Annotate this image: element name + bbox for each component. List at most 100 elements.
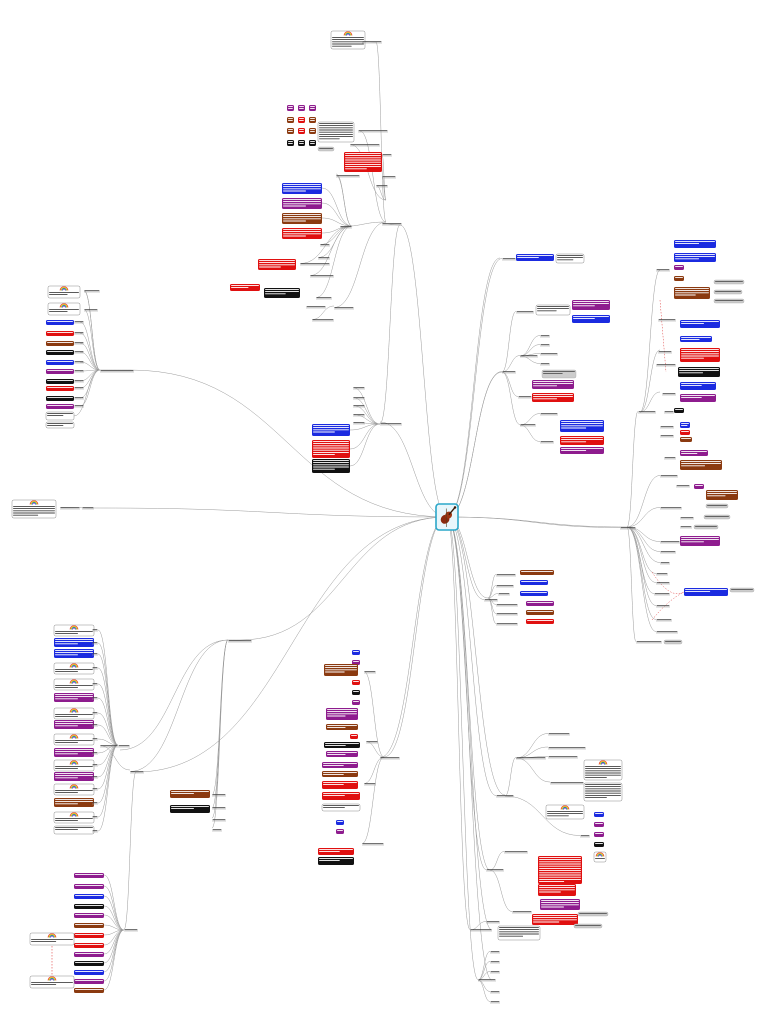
topic-node[interactable] (486, 921, 500, 924)
topic-node[interactable] (336, 829, 344, 834)
topic-node[interactable] (496, 585, 514, 588)
topic-node[interactable] (663, 639, 683, 645)
topic-node[interactable] (560, 436, 604, 445)
topic-node[interactable] (376, 185, 388, 188)
topic-node[interactable] (496, 795, 514, 798)
topic-node[interactable] (674, 253, 716, 262)
topic-node[interactable] (484, 599, 498, 602)
topic-node[interactable] (713, 289, 743, 295)
topic-node[interactable] (560, 420, 604, 432)
topic-node[interactable] (703, 514, 731, 520)
central-topic[interactable] (435, 503, 460, 531)
topic-node[interactable] (228, 640, 252, 643)
topic-node[interactable] (74, 904, 104, 909)
topic-node[interactable] (322, 762, 358, 768)
topic-node[interactable] (680, 382, 716, 390)
topic-node[interactable] (548, 756, 578, 759)
topic-node[interactable] (54, 798, 94, 807)
topic-node[interactable] (662, 393, 676, 396)
topic-node[interactable] (680, 348, 720, 362)
topic-node[interactable] (580, 835, 590, 838)
topic-node[interactable] (520, 570, 554, 575)
topic-node[interactable] (538, 884, 576, 896)
topic-node[interactable] (654, 593, 670, 596)
topic-node[interactable] (478, 979, 496, 982)
topic-node[interactable] (656, 619, 672, 622)
topic-node[interactable] (74, 894, 104, 899)
topic-node[interactable] (535, 304, 571, 316)
topic-node[interactable] (53, 811, 95, 824)
topic-node[interactable] (316, 297, 332, 300)
topic-node[interactable] (550, 782, 584, 785)
topic-node[interactable] (674, 408, 684, 413)
topic-node[interactable] (660, 435, 674, 438)
topic-node[interactable] (352, 700, 360, 705)
topic-node[interactable] (53, 678, 95, 691)
topic-node[interactable] (11, 499, 57, 519)
topic-node[interactable] (520, 355, 538, 358)
topic-node[interactable] (350, 734, 358, 739)
topic-node[interactable] (353, 387, 365, 390)
topic-node[interactable] (309, 140, 316, 146)
topic-node[interactable] (680, 437, 692, 442)
topic-node[interactable] (287, 105, 294, 111)
topic-node[interactable] (382, 176, 396, 179)
topic-node[interactable] (92, 697, 98, 700)
topic-node[interactable] (572, 315, 610, 323)
topic-node[interactable] (82, 507, 94, 510)
topic-node[interactable] (100, 370, 134, 373)
topic-node[interactable] (532, 380, 574, 389)
topic-node[interactable] (92, 776, 98, 779)
topic-node[interactable] (287, 117, 294, 123)
topic-node[interactable] (706, 490, 738, 500)
topic-node[interactable] (583, 782, 623, 802)
topic-node[interactable] (516, 757, 546, 760)
topic-node[interactable] (29, 975, 75, 989)
topic-node[interactable] (318, 257, 330, 260)
topic-node[interactable] (540, 353, 558, 356)
topic-node[interactable] (317, 121, 355, 143)
topic-node[interactable] (74, 884, 104, 889)
topic-node[interactable] (352, 650, 360, 655)
topic-node[interactable] (496, 613, 518, 616)
topic-node[interactable] (548, 747, 586, 750)
topic-node[interactable] (594, 812, 604, 817)
topic-node[interactable] (516, 311, 534, 314)
topic-node[interactable] (678, 367, 720, 377)
topic-node[interactable] (694, 484, 704, 489)
topic-node[interactable] (46, 379, 74, 384)
topic-node[interactable] (680, 460, 722, 470)
topic-node[interactable] (656, 364, 676, 367)
topic-node[interactable] (658, 351, 672, 354)
topic-node[interactable] (92, 683, 98, 686)
topic-node[interactable] (540, 441, 554, 444)
topic-node[interactable] (46, 331, 74, 336)
topic-node[interactable] (46, 341, 74, 346)
topic-node[interactable] (353, 414, 365, 417)
topic-node[interactable] (490, 991, 500, 994)
topic-node[interactable] (264, 288, 300, 298)
topic-node[interactable] (74, 351, 84, 354)
topic-node[interactable] (298, 105, 305, 111)
topic-node[interactable] (676, 485, 690, 488)
topic-node[interactable] (282, 198, 322, 209)
topic-node[interactable] (496, 604, 518, 607)
topic-node[interactable] (46, 320, 74, 325)
topic-node[interactable] (74, 332, 84, 335)
topic-node[interactable] (212, 807, 226, 810)
topic-node[interactable] (46, 386, 74, 391)
topic-node[interactable] (540, 344, 550, 347)
topic-node[interactable] (92, 667, 98, 670)
topic-node[interactable] (674, 287, 710, 299)
topic-node[interactable] (680, 394, 716, 402)
topic-node[interactable] (583, 759, 623, 781)
topic-node[interactable] (92, 802, 98, 805)
topic-node[interactable] (74, 923, 104, 928)
topic-node[interactable] (287, 128, 294, 134)
topic-node[interactable] (496, 623, 518, 626)
topic-node[interactable] (212, 794, 226, 797)
topic-node[interactable] (353, 405, 365, 408)
topic-node[interactable] (656, 582, 670, 585)
topic-node[interactable] (713, 298, 745, 304)
topic-node[interactable] (54, 649, 94, 658)
